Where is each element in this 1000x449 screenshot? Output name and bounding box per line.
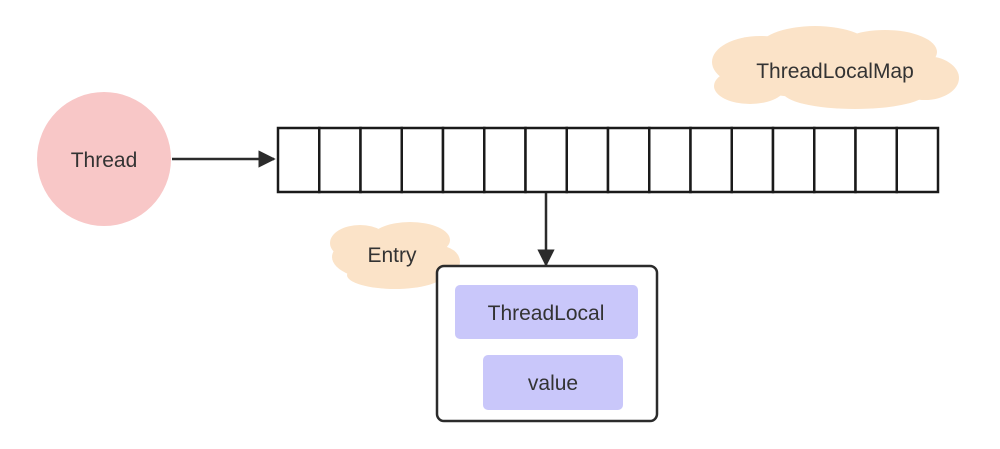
array-slot	[895, 126, 940, 194]
entry-box: ThreadLocal value	[435, 264, 659, 423]
threadlocal-label: ThreadLocal	[488, 302, 605, 325]
array-slot	[483, 126, 527, 194]
thread-circle	[37, 92, 171, 226]
threadlocalmap-label: ThreadLocalMap	[756, 60, 914, 83]
array-slot	[318, 126, 362, 194]
array-slot	[441, 126, 486, 194]
array-slot	[648, 126, 692, 194]
array-slot	[730, 126, 775, 194]
array-slot	[606, 126, 651, 194]
entry-label: Entry	[367, 244, 417, 267]
value-chip	[483, 355, 623, 410]
thread-node: Thread	[37, 92, 171, 226]
array-slot	[813, 126, 857, 194]
array-slot	[854, 126, 898, 194]
value-label: value	[528, 372, 578, 395]
array-slot	[400, 126, 445, 194]
threadlocalmap-cloud: ThreadLocalMap	[712, 26, 959, 109]
array-slot	[276, 126, 321, 194]
array-slot	[771, 126, 816, 194]
array-slot	[359, 126, 403, 194]
thread-label: Thread	[71, 149, 138, 172]
array-slot	[565, 126, 610, 194]
array-slot	[689, 126, 733, 194]
array-slot	[524, 126, 568, 194]
threadlocal-chip	[455, 285, 638, 339]
map-array	[276, 126, 940, 194]
